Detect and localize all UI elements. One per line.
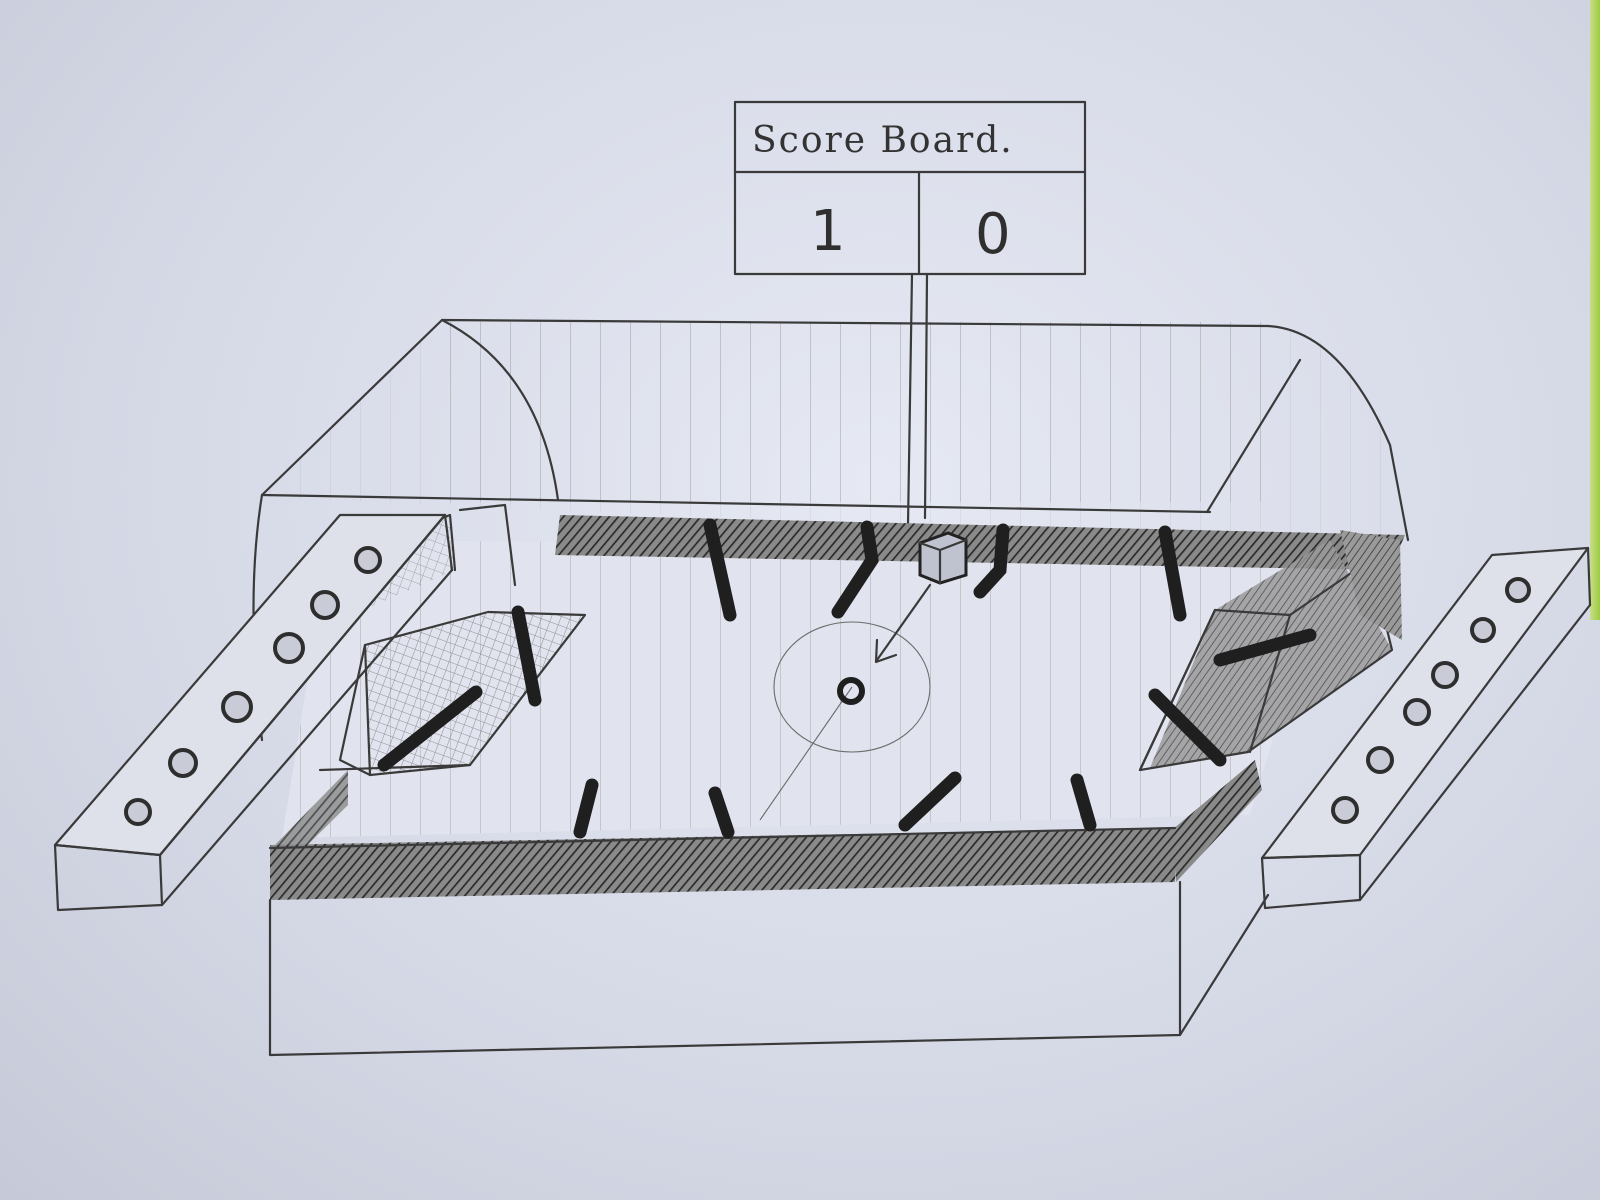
launcher-cube-icon [920,533,966,583]
score-right: 0 [975,202,1011,267]
scoreboard: Score Board. 1 0 [735,102,1085,274]
scoreboard-title: Score Board. [752,120,1014,161]
score-left: 1 [810,199,846,264]
